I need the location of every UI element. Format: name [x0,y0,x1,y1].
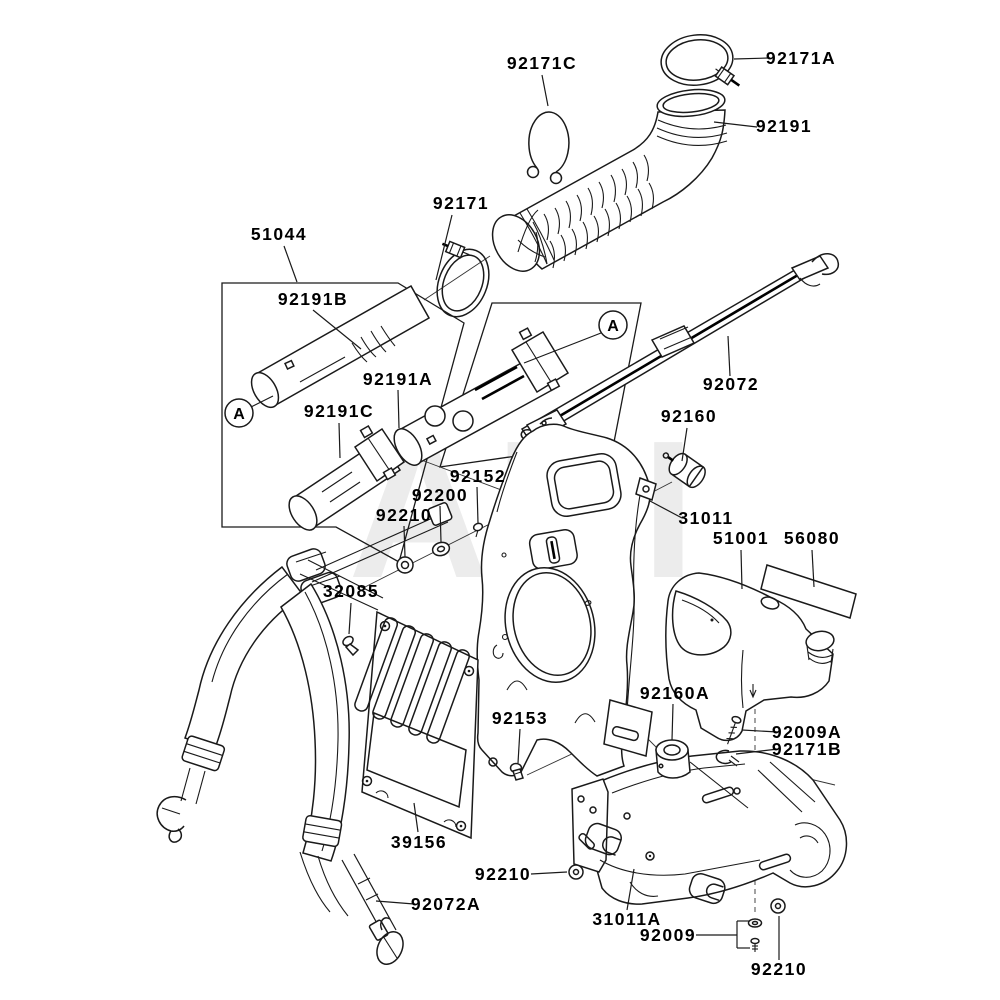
detail-marker-a-left-letter: A [233,406,245,423]
detail-marker-a-right: A [523,310,628,364]
part-label-92152[interactable]: 92152 [450,466,506,486]
part-label-39156[interactable]: 39156 [391,832,447,852]
part-label-92200[interactable]: 92200 [412,485,468,505]
circlip-92171C [526,111,570,185]
fastener-92200-washer [431,541,451,557]
fastener-92009A-screw [726,715,742,745]
part-label-92153[interactable]: 92153 [492,708,548,728]
snap-hook-left [156,795,187,843]
shoulder-strap-right [280,582,350,917]
fastener-92152-pin [472,522,484,538]
fastener-92009-washer [747,918,763,928]
tank-51001 [665,572,835,742]
part-labels: 92171C 92171A 92191 92171 51044 92191B 9… [251,48,842,979]
fastener-92171B-clamp [715,749,740,767]
part-label-51001[interactable]: 51001 [713,528,769,548]
detail-marker-a-right-letter: A [607,318,619,335]
tube-92191B [250,284,431,409]
fastener-32085-pin [342,635,360,657]
part-label-92171A[interactable]: 92171A [766,48,836,68]
part-label-92210-mid[interactable]: 92210 [475,864,531,884]
part-label-92160A[interactable]: 92160A [640,683,710,703]
part-label-92171C[interactable]: 92171C [507,53,577,73]
leader-lines [283,57,815,960]
strap-92072A [341,853,404,965]
fastener-92009-screw [750,937,760,952]
part-label-51044[interactable]: 51044 [251,224,307,244]
lower-frame-31011A [571,750,848,905]
detail-marker-a-left: A [224,395,274,428]
pad-39156 [354,610,479,840]
part-label-92191[interactable]: 92191 [756,116,812,136]
label-plate-56080 [760,564,857,619]
fastener-92210-nut-bottom [770,898,786,914]
tank-cap [805,630,835,664]
shoulder-strap-left [156,565,305,843]
part-label-32085[interactable]: 32085 [323,581,379,601]
part-label-92210-bottom[interactable]: 92210 [751,959,807,979]
frame-31011 [476,423,657,777]
part-label-92191B[interactable]: 92191B [278,289,348,309]
part-label-92171B[interactable]: 92171B [772,739,842,759]
part-label-92191C[interactable]: 92191C [304,401,374,421]
harness-band [299,502,453,611]
fastener-92210-nut-upper [396,556,414,574]
part-label-92191A[interactable]: 92191A [363,369,433,389]
part-label-92009A[interactable]: 92009A [772,722,842,742]
tube-92191C [288,425,406,531]
part-label-56080[interactable]: 56080 [784,528,840,548]
part-label-31011[interactable]: 31011 [678,508,733,528]
part-label-92009[interactable]: 92009 [640,925,696,945]
part-label-92072[interactable]: 92072 [703,374,759,394]
tube-92191A [393,327,570,466]
part-label-92072A[interactable]: 92072A [411,894,481,914]
clamp-92171 [436,240,490,318]
harness-straps [156,502,453,965]
clamp-92171A [660,34,741,87]
fastener-92153-bolt [509,762,524,781]
strap-buckle [650,325,696,358]
duct-92191 [491,88,728,272]
damper-92160A [655,739,691,779]
fastener-92210-nut-mid [568,864,584,880]
part-label-92160[interactable]: 92160 [661,406,717,426]
part-label-31011A[interactable]: 31011A [592,909,661,929]
carabiner-hook [376,917,404,965]
part-label-92171[interactable]: 92171 [433,193,489,213]
part-label-92210-upper[interactable]: 92210 [376,505,432,525]
